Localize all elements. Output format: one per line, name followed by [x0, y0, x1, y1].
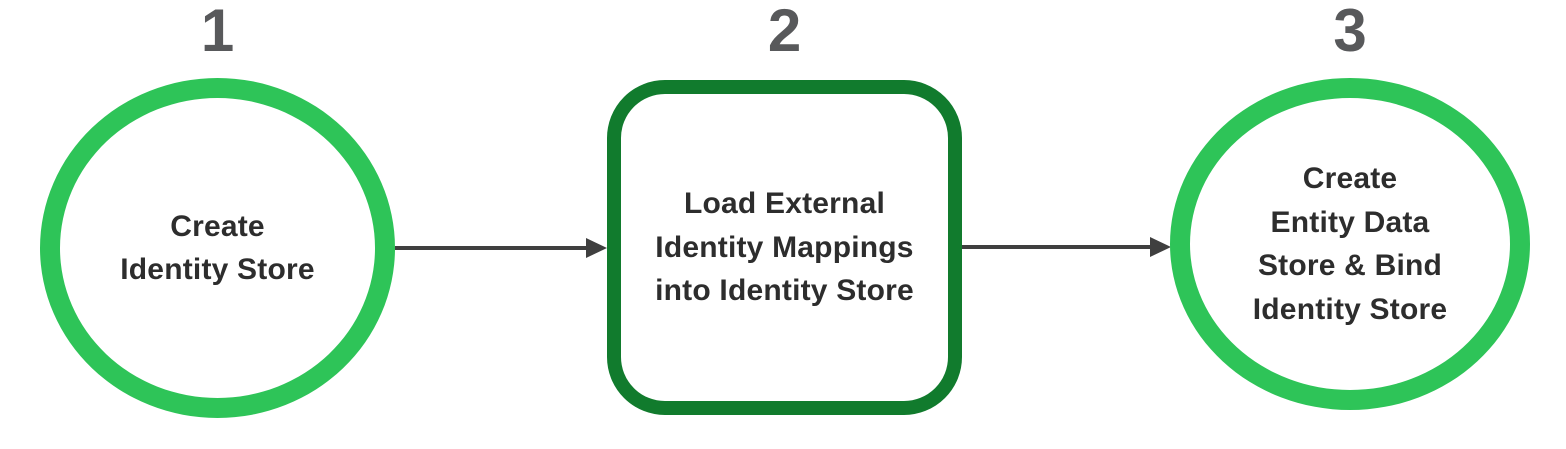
arrow-right-icon [395, 238, 607, 258]
step-2-label-line: Identity Mappings [655, 230, 914, 264]
step-3-label: Create Entity Data Store & Bind Identity… [1253, 157, 1448, 331]
step-2-label-line: Load External [684, 187, 885, 221]
step-1-label-line: Create [170, 209, 265, 243]
step-3-label-line: Create [1302, 162, 1398, 195]
step-2-number: 2 [767, 0, 802, 64]
arrow-1-to-2 [394, 228, 608, 268]
step-1-number: 1 [200, 0, 235, 64]
step-3-circle: Create Entity Data Store & Bind Identity… [1170, 78, 1530, 410]
step-1-label: Create Identity Store [120, 205, 315, 292]
step-1-label-line: Identity Store [120, 253, 315, 286]
arrow-2-to-3 [961, 227, 1172, 267]
step-3-label-line: Identity Store [1252, 292, 1448, 326]
arrow-right-icon [962, 237, 1171, 257]
step-3-label-line: Store & Bind [1257, 249, 1443, 282]
step-2-rounded-rect: Load External Identity Mappings into Ide… [607, 80, 962, 415]
step-3-number: 3 [1333, 0, 1367, 64]
step-3-label-line: Entity Data [1270, 205, 1430, 239]
step-1-circle: Create Identity Store [40, 78, 395, 418]
step-2-label-line: into Identity Store [655, 274, 914, 308]
step-2-label: Load External Identity Mappings into Ide… [655, 182, 914, 313]
